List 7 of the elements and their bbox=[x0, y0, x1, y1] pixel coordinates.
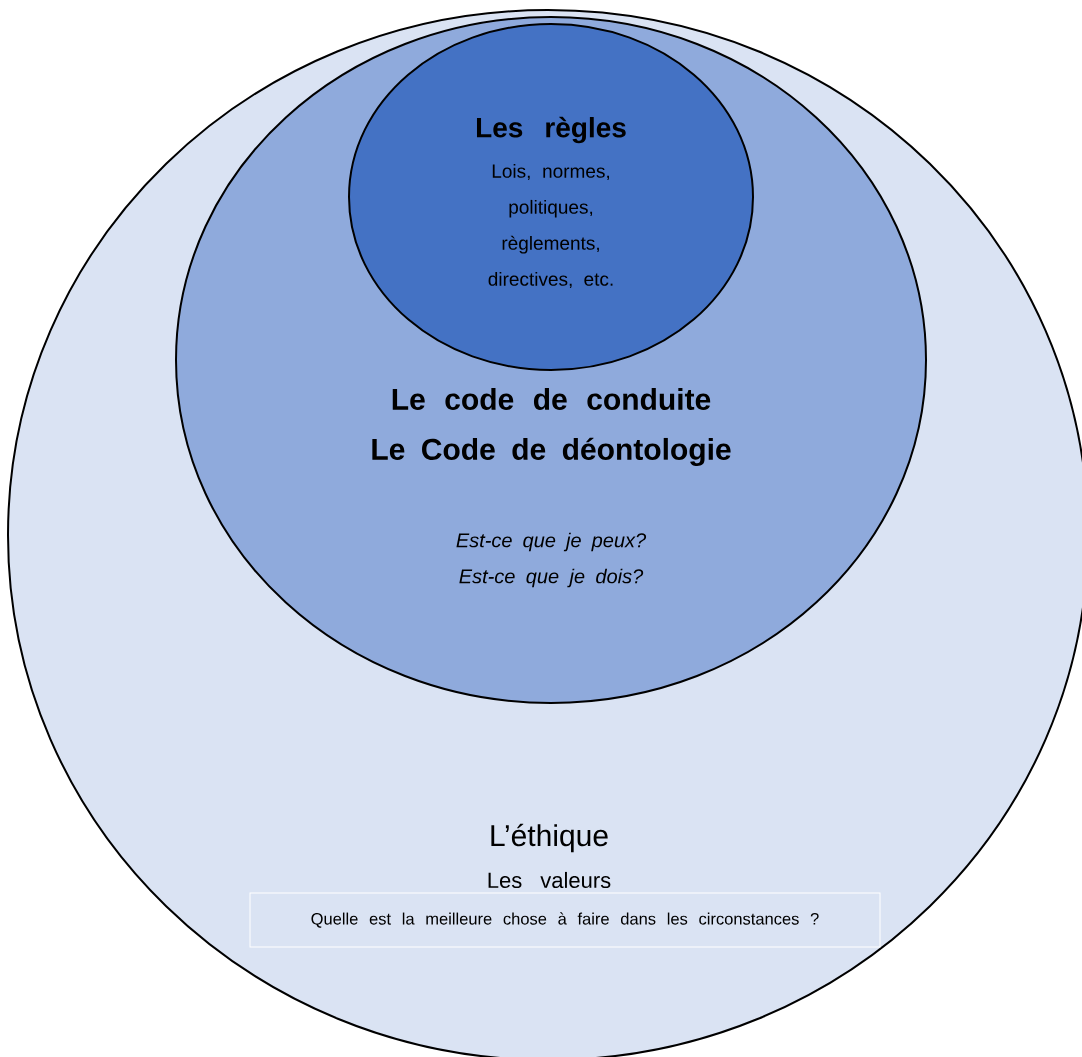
heading: L’éthique bbox=[491, 823, 608, 853]
question-box: Quelle est la meilleure chose à faire dans les circonstances ? bbox=[249, 892, 881, 948]
heading: Le code de conduite Le Code de déontologie bbox=[372, 387, 731, 467]
heading: Les règles bbox=[477, 116, 626, 144]
question-text: Est-ce que je peux? Est-ce que je dois? bbox=[456, 532, 647, 588]
body-text: Lois, normes, politiques, règlements, directives, etc. bbox=[488, 163, 613, 289]
subtitle: Les valeurs bbox=[488, 871, 611, 889]
